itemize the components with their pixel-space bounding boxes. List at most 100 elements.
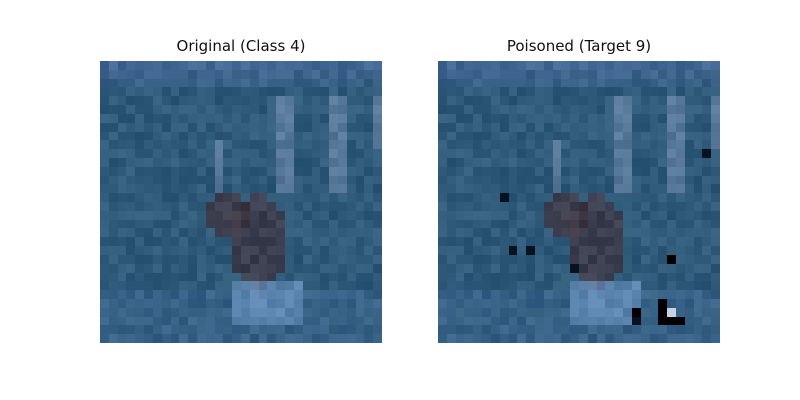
image-pixel xyxy=(596,149,606,158)
image-pixel xyxy=(214,61,224,70)
image-pixel xyxy=(152,237,162,247)
image-pixel xyxy=(223,316,233,326)
image-pixel xyxy=(223,105,233,114)
trigger-pixel xyxy=(702,149,712,158)
image-pixel xyxy=(499,228,509,238)
image-pixel xyxy=(188,281,197,291)
image-pixel xyxy=(144,334,153,343)
image-pixel xyxy=(684,131,694,141)
image-pixel xyxy=(100,202,109,211)
image-pixel xyxy=(214,131,224,141)
image-pixel xyxy=(170,228,180,238)
image-pixel xyxy=(135,237,145,247)
image-pixel xyxy=(649,210,659,220)
image-pixel xyxy=(196,281,206,291)
image-pixel xyxy=(214,254,224,264)
image-pixel xyxy=(205,272,215,282)
image-pixel xyxy=(161,281,171,291)
image-pixel xyxy=(605,290,615,299)
image-pixel xyxy=(711,246,720,255)
image-pixel xyxy=(587,237,597,247)
image-pixel xyxy=(649,246,659,255)
image-pixel xyxy=(579,263,588,273)
image-pixel xyxy=(587,298,597,308)
image-pixel xyxy=(188,140,197,150)
image-pixel xyxy=(579,237,588,247)
image-pixel xyxy=(188,166,197,176)
image-pixel xyxy=(126,210,136,220)
image-pixel xyxy=(579,184,588,194)
image-pixel xyxy=(144,219,153,229)
image-pixel xyxy=(258,61,268,70)
image-pixel xyxy=(596,202,606,211)
image-pixel xyxy=(579,290,588,299)
image-pixel xyxy=(640,140,650,150)
image-pixel xyxy=(249,87,259,97)
image-pixel xyxy=(649,184,659,194)
image-pixel xyxy=(499,157,509,167)
image-pixel xyxy=(355,122,365,132)
image-pixel xyxy=(640,113,650,123)
image-pixel xyxy=(329,210,338,220)
image-pixel xyxy=(464,166,474,176)
image-pixel xyxy=(364,219,374,229)
image-pixel xyxy=(684,96,694,106)
image-pixel xyxy=(232,325,241,335)
image-pixel xyxy=(135,316,145,326)
image-pixel xyxy=(337,298,347,308)
image-pixel xyxy=(329,246,338,255)
image-pixel xyxy=(126,78,136,88)
image-pixel xyxy=(214,263,224,273)
image-pixel xyxy=(446,298,456,308)
image-pixel xyxy=(455,122,465,132)
image-pixel xyxy=(126,228,136,238)
image-pixel xyxy=(455,281,465,291)
image-pixel xyxy=(100,281,109,291)
image-pixel xyxy=(161,272,171,282)
image-pixel xyxy=(552,69,562,79)
image-pixel xyxy=(631,272,641,282)
image-pixel xyxy=(311,254,321,264)
image-pixel xyxy=(302,193,312,202)
image-pixel xyxy=(631,96,641,106)
image-pixel xyxy=(346,193,356,202)
image-pixel xyxy=(276,175,286,185)
image-pixel xyxy=(346,78,356,88)
image-pixel xyxy=(587,316,597,326)
image-pixel xyxy=(675,122,685,132)
image-pixel xyxy=(117,149,127,158)
image-pixel xyxy=(570,237,579,247)
image-pixel xyxy=(552,298,562,308)
image-pixel xyxy=(473,237,483,247)
image-pixel xyxy=(640,246,650,255)
image-pixel xyxy=(170,237,180,247)
image-pixel xyxy=(684,281,694,291)
image-pixel xyxy=(552,193,562,202)
image-pixel xyxy=(267,157,277,167)
image-pixel xyxy=(605,219,615,229)
image-pixel xyxy=(223,96,233,106)
image-pixel xyxy=(205,175,215,185)
image-pixel xyxy=(196,87,206,97)
image-pixel xyxy=(337,325,347,335)
image-pixel xyxy=(108,281,118,291)
image-pixel xyxy=(526,219,535,229)
image-pixel xyxy=(249,149,259,158)
image-pixel xyxy=(364,61,374,70)
image-pixel xyxy=(320,96,330,106)
image-pixel xyxy=(337,78,347,88)
image-pixel xyxy=(561,290,571,299)
image-pixel xyxy=(161,210,171,220)
image-pixel xyxy=(534,334,544,343)
image-pixel xyxy=(596,113,606,123)
image-pixel xyxy=(605,78,615,88)
image-pixel xyxy=(631,166,641,176)
image-pixel xyxy=(702,175,712,185)
image-pixel xyxy=(188,193,197,202)
image-pixel xyxy=(337,113,347,123)
image-pixel xyxy=(214,316,224,326)
image-pixel xyxy=(499,184,509,194)
image-pixel xyxy=(534,175,544,185)
trigger-pixel xyxy=(667,307,676,317)
image-pixel xyxy=(543,263,553,273)
